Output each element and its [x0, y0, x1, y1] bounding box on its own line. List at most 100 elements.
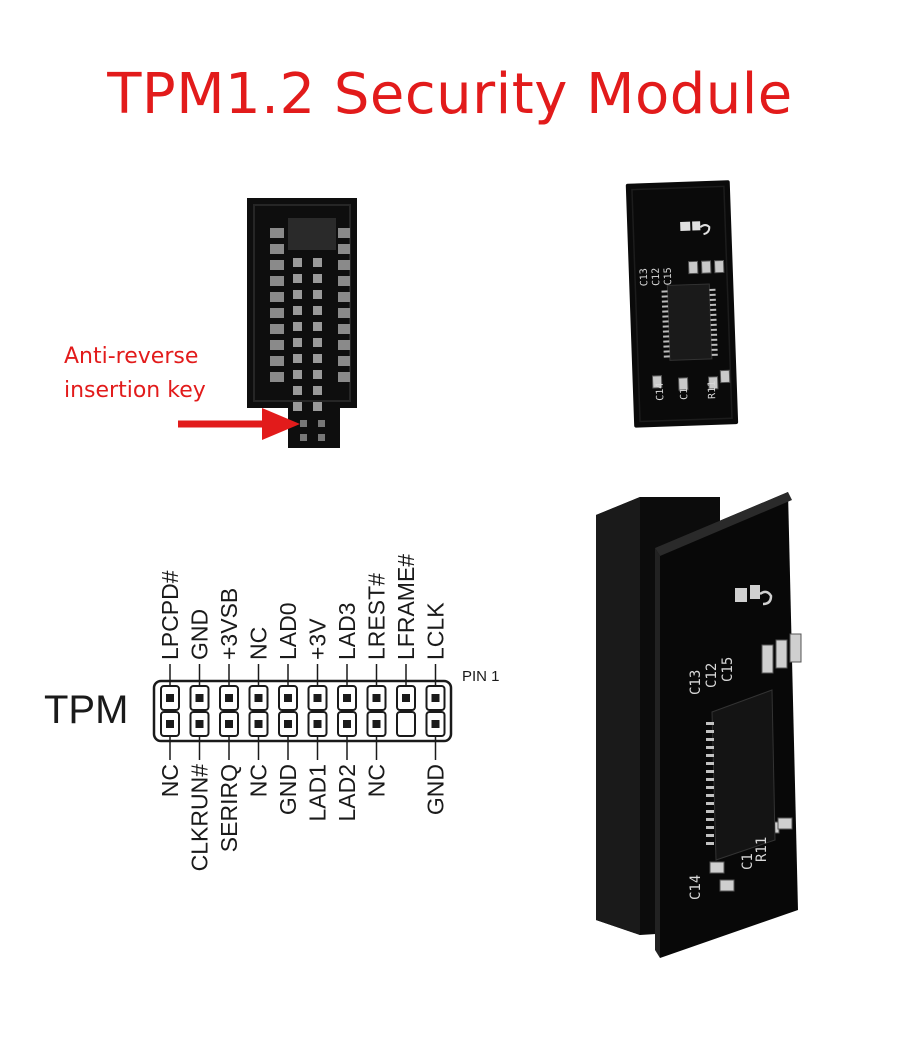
silk-cap-label: C14	[688, 875, 704, 900]
side-pin	[270, 372, 284, 382]
header-pin	[313, 306, 322, 315]
chip-pin	[706, 810, 714, 813]
silk-cap-label: C1	[679, 388, 690, 400]
side-pin	[338, 260, 350, 270]
silk-bottom: C14 C1 R11	[655, 381, 719, 401]
pin-dot	[343, 694, 351, 702]
pin-dot	[313, 694, 322, 702]
silk-top: C13 C12 C15	[639, 267, 675, 286]
chip-pin	[661, 290, 668, 293]
pin-label-top: +3V	[305, 618, 331, 660]
chip-pin	[709, 288, 716, 291]
header-pin	[300, 434, 307, 441]
pin-dot	[225, 694, 233, 702]
smd-component	[651, 375, 663, 389]
silk-cap-label: C12	[704, 663, 720, 688]
side-pin	[338, 372, 350, 382]
pin-label-top: LPCPD#	[157, 570, 183, 660]
smd-component	[789, 633, 802, 663]
insertion-key-callout: Anti-reverse insertion key	[64, 340, 206, 408]
chip-pin	[706, 786, 714, 789]
smd-component	[777, 817, 793, 830]
silk-cap-label: R11	[707, 381, 719, 399]
pin1-label: PIN 1	[462, 668, 500, 685]
pin-label-top: LCLK	[423, 602, 449, 660]
connector-label: TPM	[44, 688, 129, 732]
chip-pin	[662, 310, 669, 313]
header-pin	[318, 434, 325, 441]
pin-label-bottom: GND	[423, 764, 449, 815]
chip-pin	[711, 343, 718, 346]
side-pin	[338, 292, 350, 302]
silk-cap-label: C1	[740, 853, 756, 870]
header-pin	[293, 274, 302, 283]
smd-component	[709, 861, 725, 874]
chip-pin	[706, 746, 714, 749]
side-pin	[338, 228, 350, 238]
header-pin	[313, 322, 322, 331]
chip-pin	[711, 348, 718, 351]
side-pin	[270, 308, 284, 318]
chip-pin	[663, 355, 670, 358]
smd-component	[708, 376, 719, 390]
chip-pin	[706, 794, 714, 797]
chip-pin	[706, 770, 714, 773]
logo-mark	[680, 221, 711, 236]
chip-pin	[662, 320, 669, 323]
chip-pin	[662, 325, 669, 328]
pin-dot	[372, 720, 381, 728]
header-pin	[313, 338, 322, 347]
silk-cap-label: C13	[688, 670, 704, 695]
side-pin	[338, 276, 350, 286]
pin-label-bottom: LAD2	[334, 764, 360, 822]
side-pin	[338, 356, 350, 366]
side-pin	[270, 324, 284, 334]
header-pin	[293, 402, 302, 411]
connector-pins	[270, 228, 350, 441]
header-pin	[313, 274, 322, 283]
header-pin	[313, 290, 322, 299]
header-pin	[300, 420, 307, 427]
pin-label-bottom: GND	[275, 764, 301, 815]
logo-mark-3d	[735, 585, 773, 606]
side-pin	[270, 228, 284, 238]
chip-pin	[710, 318, 717, 321]
chip-pin	[662, 315, 669, 318]
header-pin	[318, 420, 325, 427]
pin-dot	[343, 720, 351, 728]
chip-pin	[710, 308, 717, 311]
smd-component	[719, 879, 735, 892]
chip-pin	[706, 834, 714, 837]
chip-pin	[710, 323, 717, 326]
chip-pin	[706, 826, 714, 829]
chip-pin	[661, 295, 668, 298]
side-pin	[338, 244, 350, 254]
smd-component	[761, 644, 774, 674]
chip-pin	[706, 754, 714, 757]
side-pin	[270, 340, 284, 350]
chip-pin	[663, 335, 670, 338]
chip-pin	[711, 338, 718, 341]
smd-component	[719, 369, 731, 384]
pin-label-top: LFRAME#	[393, 554, 419, 660]
pin-label-bottom: NC	[157, 764, 183, 797]
chip-pin	[710, 328, 717, 331]
chip-pin	[709, 293, 716, 296]
pin-dot	[225, 720, 233, 728]
silk-cap-label: C13	[639, 268, 651, 286]
tpm-chip	[666, 283, 713, 361]
tpm-chip-3d	[711, 689, 776, 861]
chip-pin	[706, 842, 714, 845]
silk-cap-label: C15	[663, 267, 675, 285]
pin-dot	[372, 694, 381, 702]
smd-component	[687, 260, 699, 275]
chip-pin	[711, 333, 718, 336]
header-pin	[313, 354, 322, 363]
chip-pin	[710, 313, 717, 316]
pin-dot	[431, 720, 440, 728]
header-pin	[313, 402, 322, 411]
